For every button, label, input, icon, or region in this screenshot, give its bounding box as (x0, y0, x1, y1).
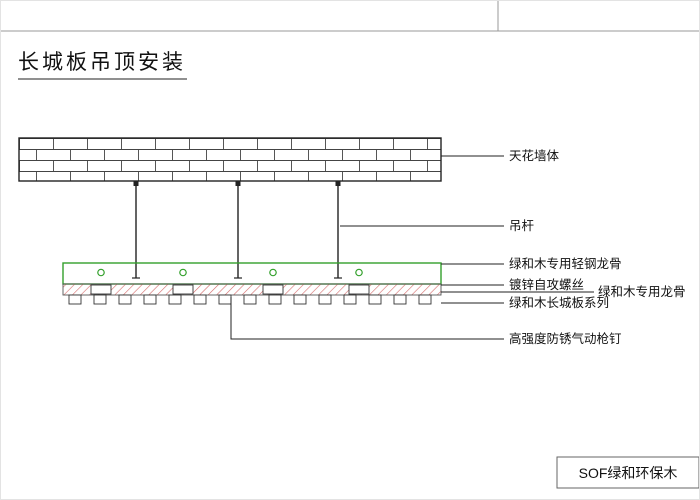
title-block-box (556, 456, 699, 489)
keel-screw-hole (355, 268, 363, 277)
keel-clip (262, 284, 284, 295)
page-title: 长城板吊顶安装 (18, 51, 186, 74)
keel-screw-hole (97, 268, 105, 277)
label-wallboard-series: 绿和木长城板系列 (509, 295, 609, 310)
keel-screw-hole (269, 268, 277, 277)
sheet-frame (1, 1, 699, 32)
brand-text: SOF绿和环保木 (579, 465, 678, 481)
light-steel-keel-layer (62, 262, 442, 285)
hatch-band (62, 283, 442, 296)
wallboard-teeth (68, 294, 432, 305)
label-hanger-rod: 吊杆 (509, 219, 535, 233)
label-ceiling-wall: 天花墙体 (509, 148, 560, 163)
label-pneumatic-nail: 高强度防锈气动枪钉 (509, 331, 622, 346)
ceiling-wall (18, 137, 442, 182)
keel-screw-hole (179, 268, 187, 277)
label-self-tapping-screw: 镀锌自攻螺丝 (509, 277, 584, 292)
label-special-keel: 绿和木专用龙骨 (598, 284, 686, 299)
label-light-steel-keel: 绿和木专用轻钢龙骨 (509, 256, 622, 271)
keel-clip (172, 284, 194, 295)
keel-clip (90, 284, 112, 295)
keel-clip (348, 284, 370, 295)
special-keel-hatch-layer (62, 283, 442, 296)
leader-pneumatic-nail (230, 297, 504, 340)
leader-lines (230, 155, 594, 340)
title-block: SOF绿和环保木 (556, 456, 699, 489)
ceiling-wall-rect (18, 137, 442, 182)
keel-outline (62, 262, 442, 285)
